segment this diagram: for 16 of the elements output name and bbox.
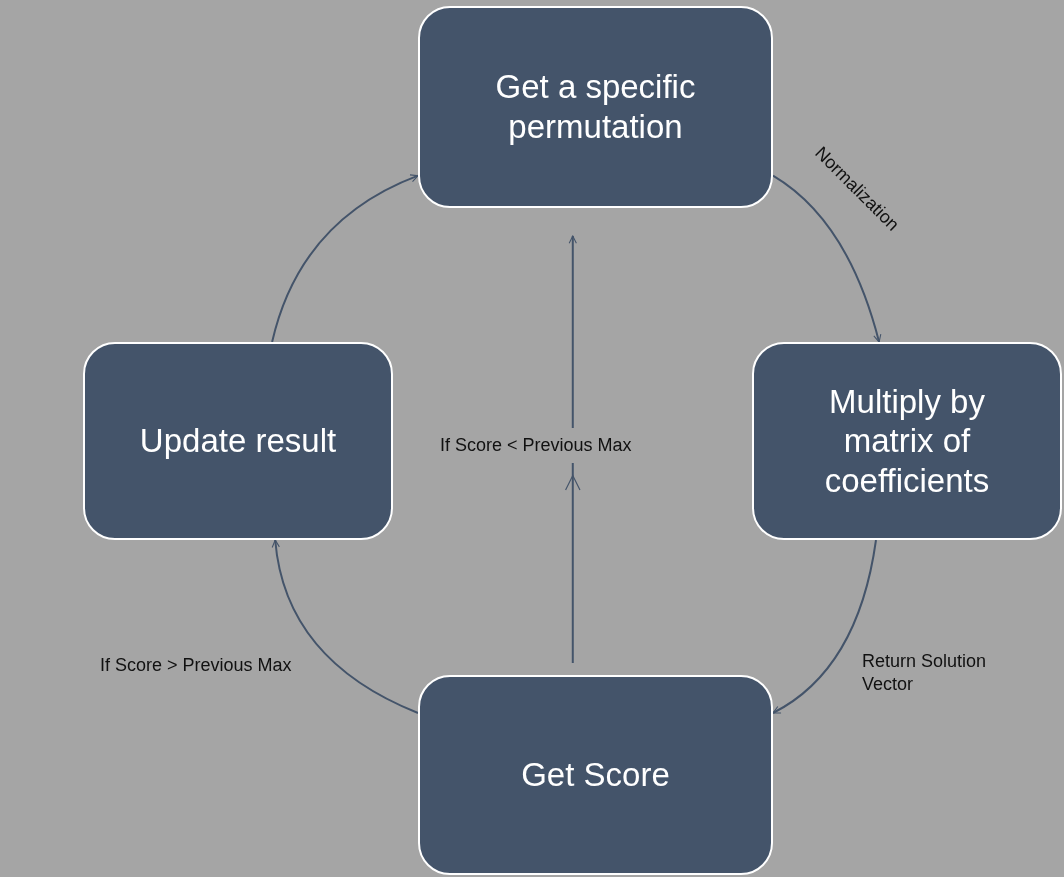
arrow (272, 539, 419, 714)
process-box (752, 342, 1062, 540)
process-box (83, 342, 393, 540)
edge-label: If Score < Previous Max (438, 428, 634, 463)
arrow (772, 539, 877, 714)
arrow (565, 235, 581, 664)
arrow (271, 174, 419, 343)
edge-label: Return Solution Vector (862, 650, 988, 695)
node-text: Get Score (521, 755, 670, 795)
process-box (418, 6, 773, 208)
node-text: Update result (139, 421, 337, 461)
node-text: Get a specific permutation (494, 67, 697, 147)
arrow (772, 174, 882, 343)
process-box (418, 675, 773, 875)
node-text: Multiply by matrix of coefficients (823, 381, 991, 501)
edge-label: If Score > Previous Max (100, 654, 292, 677)
